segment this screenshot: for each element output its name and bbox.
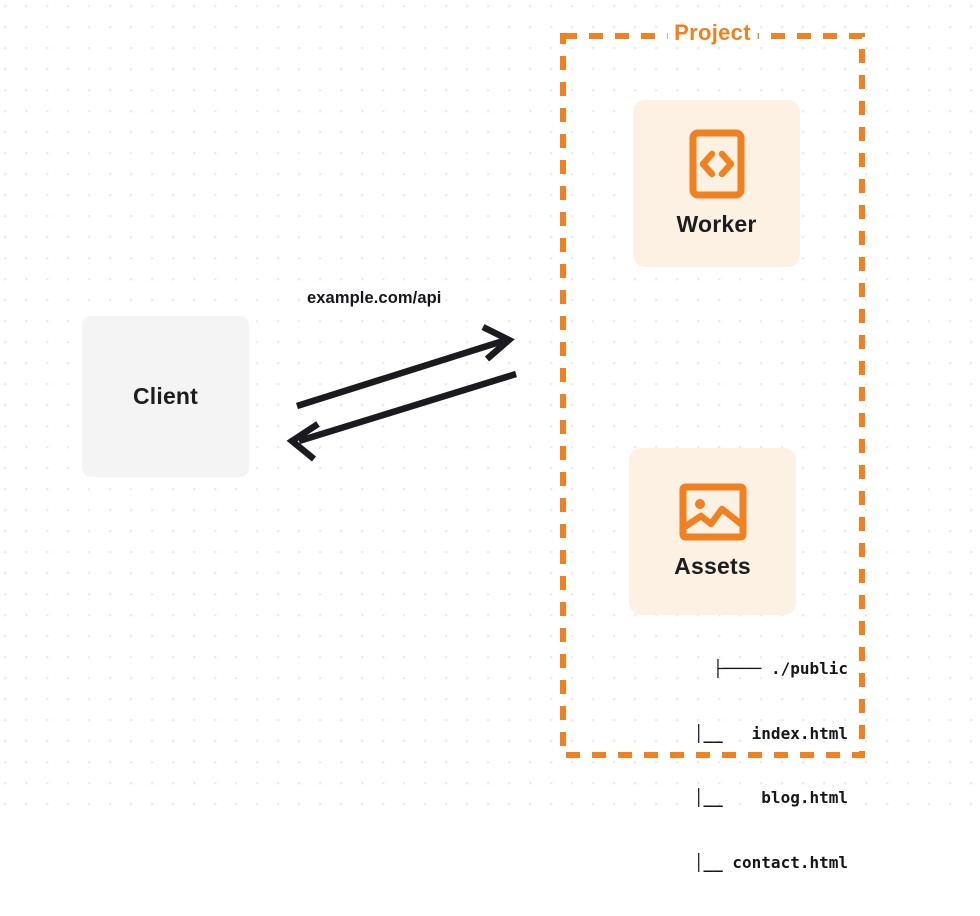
- project-group[interactable]: Project Worker Assets ├──── ./public │__…: [560, 21, 865, 872]
- project-title: Project: [667, 21, 758, 45]
- arrow-right-icon: [296, 337, 504, 410]
- connection-label: example.com/api: [307, 289, 442, 307]
- arrow-left-icon: [298, 370, 517, 445]
- assets-node[interactable]: Assets: [629, 448, 796, 615]
- file-tree-row: ├──── ./public: [713, 659, 848, 678]
- worker-node[interactable]: Worker: [633, 100, 800, 267]
- project-dashed-border: [560, 33, 865, 758]
- arrow-left-head-icon: [286, 421, 320, 462]
- assets-label: Assets: [674, 553, 751, 579]
- file-tree-row: │__ blog.html: [664, 788, 848, 807]
- diagram-canvas: Client example.com/api Project Worker: [0, 0, 980, 872]
- file-tree-row: │__ contact.html: [664, 852, 848, 872]
- image-picture-icon: [679, 483, 746, 541]
- assets-file-tree: ├──── ./public │__ index.html │__ blog.h…: [600, 615, 848, 916]
- worker-label: Worker: [676, 211, 757, 237]
- code-brackets-icon: [689, 129, 744, 199]
- client-node[interactable]: Client: [82, 316, 249, 477]
- client-label: Client: [132, 383, 199, 409]
- file-tree-row: │__ index.html: [664, 723, 848, 743]
- arrow-right-head-icon: [481, 324, 515, 362]
